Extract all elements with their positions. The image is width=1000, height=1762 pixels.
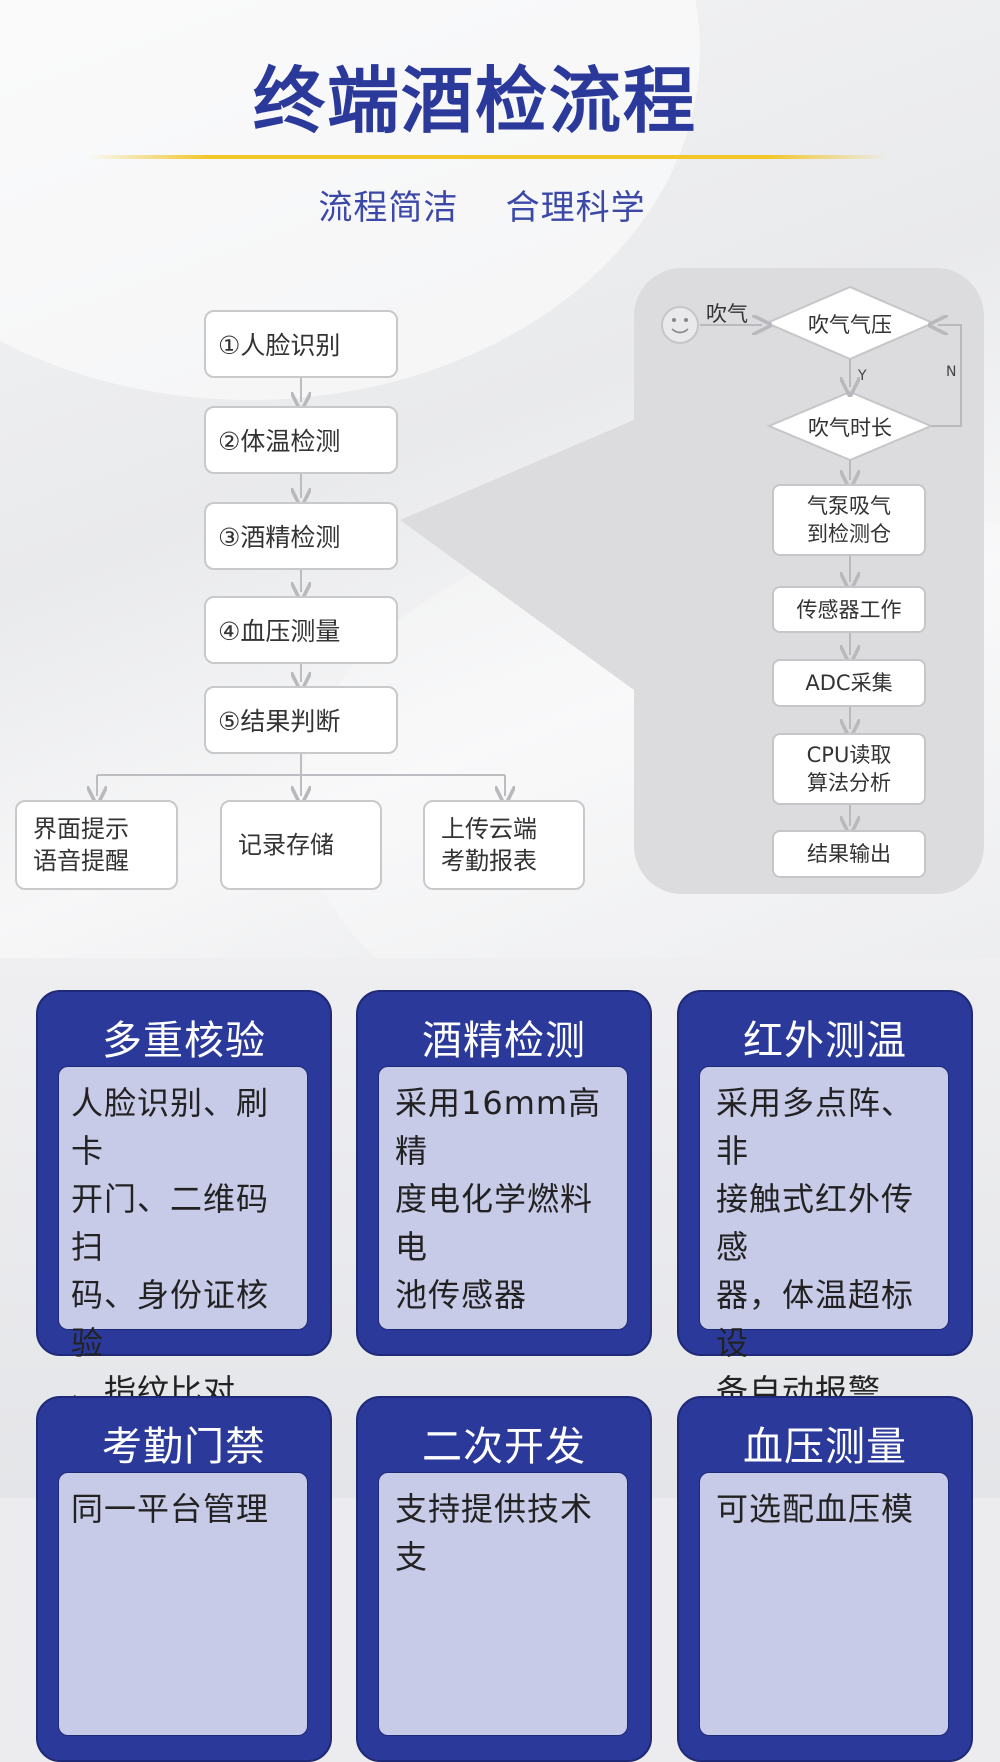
detail-step-pump: 气泵吸气 到检测仓 bbox=[772, 484, 926, 556]
smiley-face-icon bbox=[661, 306, 699, 344]
feature-card-title: 多重核验 bbox=[102, 1018, 266, 1064]
feature-card-title: 血压测量 bbox=[743, 1424, 907, 1470]
decision-pressure-label: 吹气气压 bbox=[808, 313, 892, 337]
feature-card-body: 采用多点阵、非 接触式红外传感 器，体温超标设 备自动报警 bbox=[699, 1066, 949, 1410]
detail-step-adc: ADC采集 bbox=[772, 659, 926, 707]
page-subtitle: 流程简洁 合理科学 bbox=[318, 188, 646, 228]
feature-card-title: 考勤门禁 bbox=[102, 1424, 266, 1470]
feature-card-title: 二次开发 bbox=[422, 1424, 586, 1470]
callout-wedge bbox=[400, 420, 634, 690]
feature-card-blood-pressure: 血压测量 可选配血压模 bbox=[677, 1396, 973, 1762]
feature-card-body: 可选配血压模 bbox=[699, 1472, 949, 1736]
feature-card-verification: 多重核验 人脸识别、刷卡 开门、二维码扫 码、身份证核验 、指纹比对 bbox=[36, 990, 332, 1410]
feature-card-development: 二次开发 支持提供技术支 bbox=[356, 1396, 652, 1762]
flow-step-temperature: ②体温检测 bbox=[204, 406, 398, 474]
flow-step-result: ⑤结果判断 bbox=[204, 686, 398, 754]
detail-step-sensor: 传感器工作 bbox=[772, 586, 926, 633]
flow-connectors bbox=[0, 285, 962, 958]
flow-step-alcohol: ③酒精检测 bbox=[204, 502, 398, 570]
no-label: N bbox=[946, 364, 957, 380]
output-upload: 上传云端 考勤报表 bbox=[423, 800, 585, 890]
feature-card-body: 人脸识别、刷卡 开门、二维码扫 码、身份证核验 、指纹比对 bbox=[58, 1066, 308, 1410]
feature-card-title: 酒精检测 bbox=[422, 1018, 586, 1064]
detail-step-cpu: CPU读取 算法分析 bbox=[772, 733, 926, 805]
output-prompt: 界面提示 语音提醒 bbox=[15, 800, 178, 890]
detail-step-output: 结果输出 bbox=[772, 830, 926, 878]
page-title: 终端酒检流程 bbox=[252, 59, 697, 143]
decision-duration-label: 吹气时长 bbox=[808, 416, 892, 440]
feature-card-body: 同一平台管理 bbox=[58, 1472, 308, 1736]
feature-card-attendance: 考勤门禁 同一平台管理 bbox=[36, 1396, 332, 1762]
feature-card-title: 红外测温 bbox=[743, 1018, 907, 1064]
yes-label: Y bbox=[858, 368, 867, 384]
flow-step-blood-pressure: ④血压测量 bbox=[204, 596, 398, 664]
blow-label: 吹气 bbox=[706, 302, 748, 326]
output-record: 记录存储 bbox=[220, 800, 382, 890]
feature-card-body: 采用16mm高精 度电化学燃料电 池传感器 bbox=[378, 1066, 628, 1330]
feature-card-body: 支持提供技术支 bbox=[378, 1472, 628, 1736]
feature-card-alcohol: 酒精检测 采用16mm高精 度电化学燃料电 池传感器 bbox=[356, 990, 652, 1356]
feature-card-temperature: 红外测温 采用多点阵、非 接触式红外传感 器，体温超标设 备自动报警 bbox=[677, 990, 973, 1410]
title-divider bbox=[88, 155, 888, 159]
flow-step-face-recognition: ①人脸识别 bbox=[204, 310, 398, 378]
